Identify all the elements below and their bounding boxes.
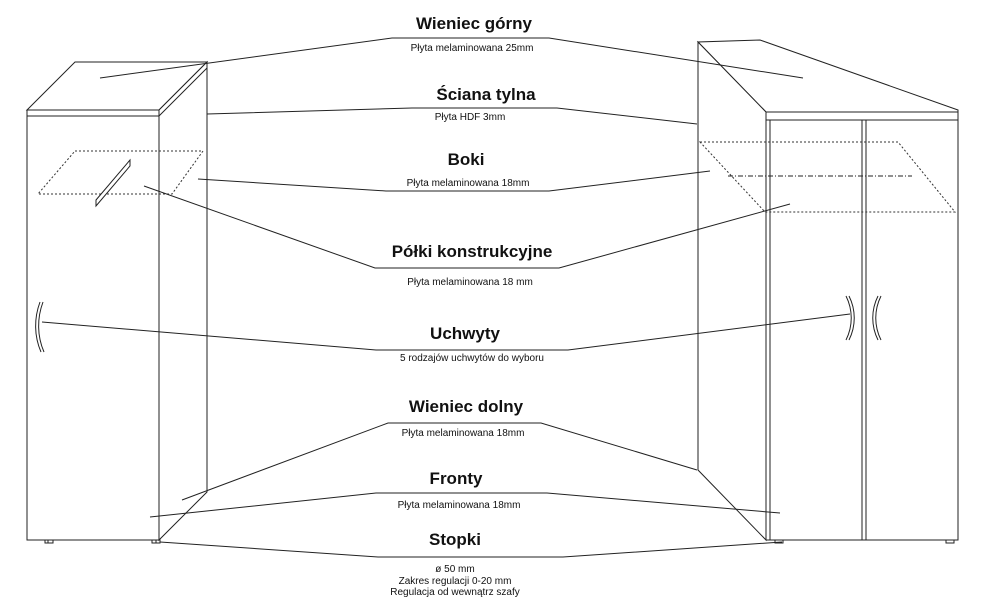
leader-polki	[144, 186, 790, 268]
left-top-edge	[159, 68, 207, 116]
left-shelf-support	[96, 160, 130, 206]
leader-uchwyty	[42, 314, 850, 350]
leader-sciana-tylna	[207, 108, 697, 124]
left-handle	[36, 302, 44, 352]
leader-boki	[198, 171, 710, 191]
label-desc-sciana-tylna: Płyta HDF 3mm	[434, 112, 506, 123]
label-title-wieniec-dolny: Wieniec dolny	[408, 397, 524, 416]
label-desc-wieniec-dolny: Płyta melaminowana 18mm	[401, 428, 525, 439]
label-title-fronty: Fronty	[429, 469, 483, 488]
leader-stopki	[160, 542, 782, 557]
stopki-adjustment: Regulacja od wewnątrz szafy	[390, 587, 520, 598]
stopki-diameter: ø 50 mm	[435, 564, 475, 575]
right-handle-right	[873, 296, 881, 340]
leader-fronty	[150, 493, 780, 517]
right-shelf-dashed	[700, 142, 955, 212]
left-cabinet-front	[26, 109, 160, 541]
right-foot-a	[774, 539, 784, 544]
label-title-uchwyty: Uchwyty	[430, 324, 500, 343]
label-desc-boki: Płyta melaminowana 18mm	[406, 178, 530, 189]
label-title-stopki: Stopki	[429, 530, 481, 549]
label-title-wieniec-gorny: Wieniec górny	[415, 14, 533, 33]
leader-lines	[42, 38, 850, 557]
right-foot-b	[945, 539, 955, 544]
right-handle-left	[846, 296, 854, 340]
label-title-boki: Boki	[447, 150, 485, 169]
left-shelf-dashed	[38, 151, 203, 194]
leader-wieniec-dolny	[182, 423, 697, 500]
left-foot-a	[44, 539, 54, 544]
label-title-polki-konstrukcyjne: Półki konstrukcyjne	[391, 242, 553, 261]
right-cabinet	[698, 40, 959, 544]
left-cabinet-side	[159, 62, 207, 540]
label-desc-polki-konstrukcyjne: Płyta melaminowana 18 mm	[407, 277, 533, 288]
label-desc-wieniec-gorny: Płyta melaminowana 25mm	[410, 43, 534, 54]
right-cabinet-side	[698, 42, 766, 540]
label-desc-fronty: Płyta melaminowana 18mm	[397, 500, 521, 511]
left-cabinet	[26, 62, 207, 544]
label-desc-stopki: ø 50 mm Zakres regulacji 0-20 mm Regulac…	[390, 564, 520, 599]
label-title-sciana-tylna: Ściana tylna	[436, 85, 536, 104]
label-desc-uchwyty: 5 rodzajów uchwytów do wyboru	[400, 353, 544, 364]
left-foot-b	[151, 539, 161, 544]
leader-wieniec-gorny	[100, 38, 803, 78]
stopki-range: Zakres regulacji 0-20 mm	[398, 575, 512, 587]
